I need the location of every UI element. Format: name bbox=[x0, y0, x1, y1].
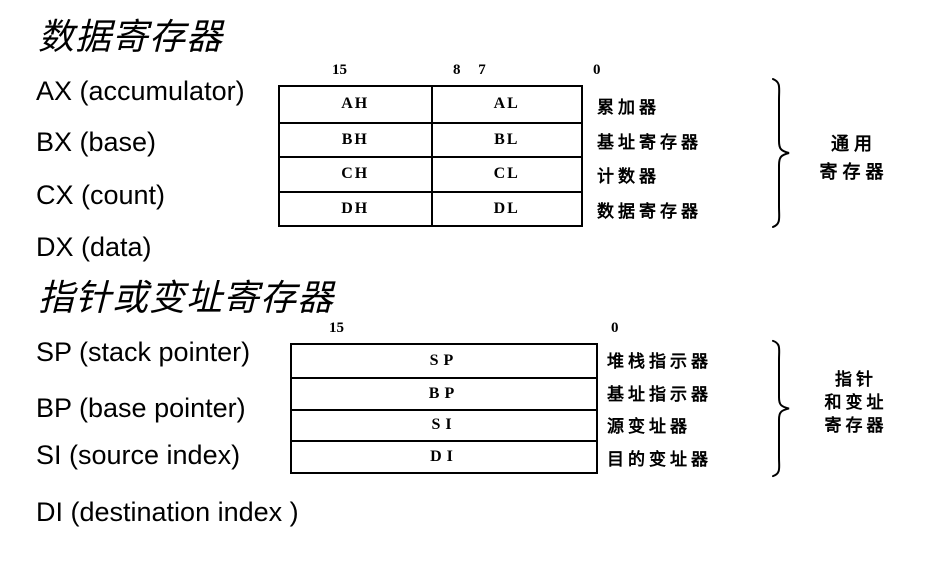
bit-label-0-table2: 0 bbox=[611, 320, 619, 336]
register-name-sp: SP (stack pointer) bbox=[36, 337, 251, 367]
brace-label-line: 寄存器 bbox=[824, 416, 888, 436]
register-cell-ah: AH bbox=[341, 95, 370, 113]
brace-label-general-registers: 通用 寄存器 bbox=[812, 131, 896, 187]
register-cell-al: AL bbox=[430, 87, 582, 122]
bit-label-0-table1: 0 bbox=[593, 62, 601, 78]
register-cell-bh: BH bbox=[280, 121, 431, 157]
register-cell-dl: DL bbox=[430, 190, 581, 225]
brace-label-line: 指针 bbox=[835, 370, 877, 390]
brace-label-line: 通用 bbox=[831, 134, 877, 155]
register-cell-di: DI bbox=[292, 440, 596, 472]
register-cell-bl: BL bbox=[430, 121, 581, 156]
register-cell-cl: CL bbox=[430, 156, 581, 191]
register-desc-base: 基址寄存器 bbox=[597, 133, 702, 153]
register-desc-source-index: 源变址器 bbox=[607, 417, 691, 437]
register-name-bx: BX (base) bbox=[36, 127, 157, 157]
register-name-bp: BP (base pointer) bbox=[36, 393, 246, 423]
register-cell-dh: DH bbox=[280, 190, 431, 226]
register-desc-stack-pointer: 堆栈指示器 bbox=[607, 352, 712, 372]
register-name-ax: AX (accumulator) bbox=[36, 76, 245, 106]
curly-brace-pointer-index-registers bbox=[766, 339, 796, 478]
register-cell-sp: SP bbox=[429, 351, 459, 369]
bit-label-15-table2: 15 bbox=[329, 320, 344, 336]
register-desc-data: 数据寄存器 bbox=[597, 202, 702, 222]
brace-label-line: 和变址 bbox=[824, 393, 888, 413]
register-desc-destination-index: 目的变址器 bbox=[607, 450, 712, 470]
bit-label-8-7-table1: 8 7 bbox=[453, 62, 493, 78]
section1-title: 数据寄存器 bbox=[38, 17, 224, 58]
bit-label-15-table1: 15 bbox=[332, 62, 347, 78]
register-cell-si: SI bbox=[292, 408, 596, 441]
register-desc-base-pointer: 基址指示器 bbox=[607, 385, 712, 405]
section2-title: 指针或变址寄存器 bbox=[38, 278, 335, 319]
register-name-di: DI (destination index ) bbox=[36, 497, 299, 527]
register-cell-bp: BP bbox=[292, 376, 596, 409]
brace-label-line: 寄存器 bbox=[819, 162, 889, 183]
brace-label-pointer-index-registers: 指针 和变址 寄存器 bbox=[810, 369, 902, 438]
pointer-index-registers-table: SP BP SI DI bbox=[290, 343, 598, 474]
register-cell-ch: CH bbox=[280, 156, 431, 191]
register-name-dx: DX (data) bbox=[36, 232, 152, 262]
register-name-si: SI (source index) bbox=[36, 440, 241, 470]
curly-brace-general-registers bbox=[766, 77, 796, 229]
register-desc-count: 计数器 bbox=[597, 167, 660, 187]
register-desc-accumulator: 累加器 bbox=[597, 98, 660, 118]
register-name-cx: CX (count) bbox=[36, 180, 166, 210]
data-registers-table: AH AL BH BL CH CL DH DL bbox=[278, 85, 583, 227]
